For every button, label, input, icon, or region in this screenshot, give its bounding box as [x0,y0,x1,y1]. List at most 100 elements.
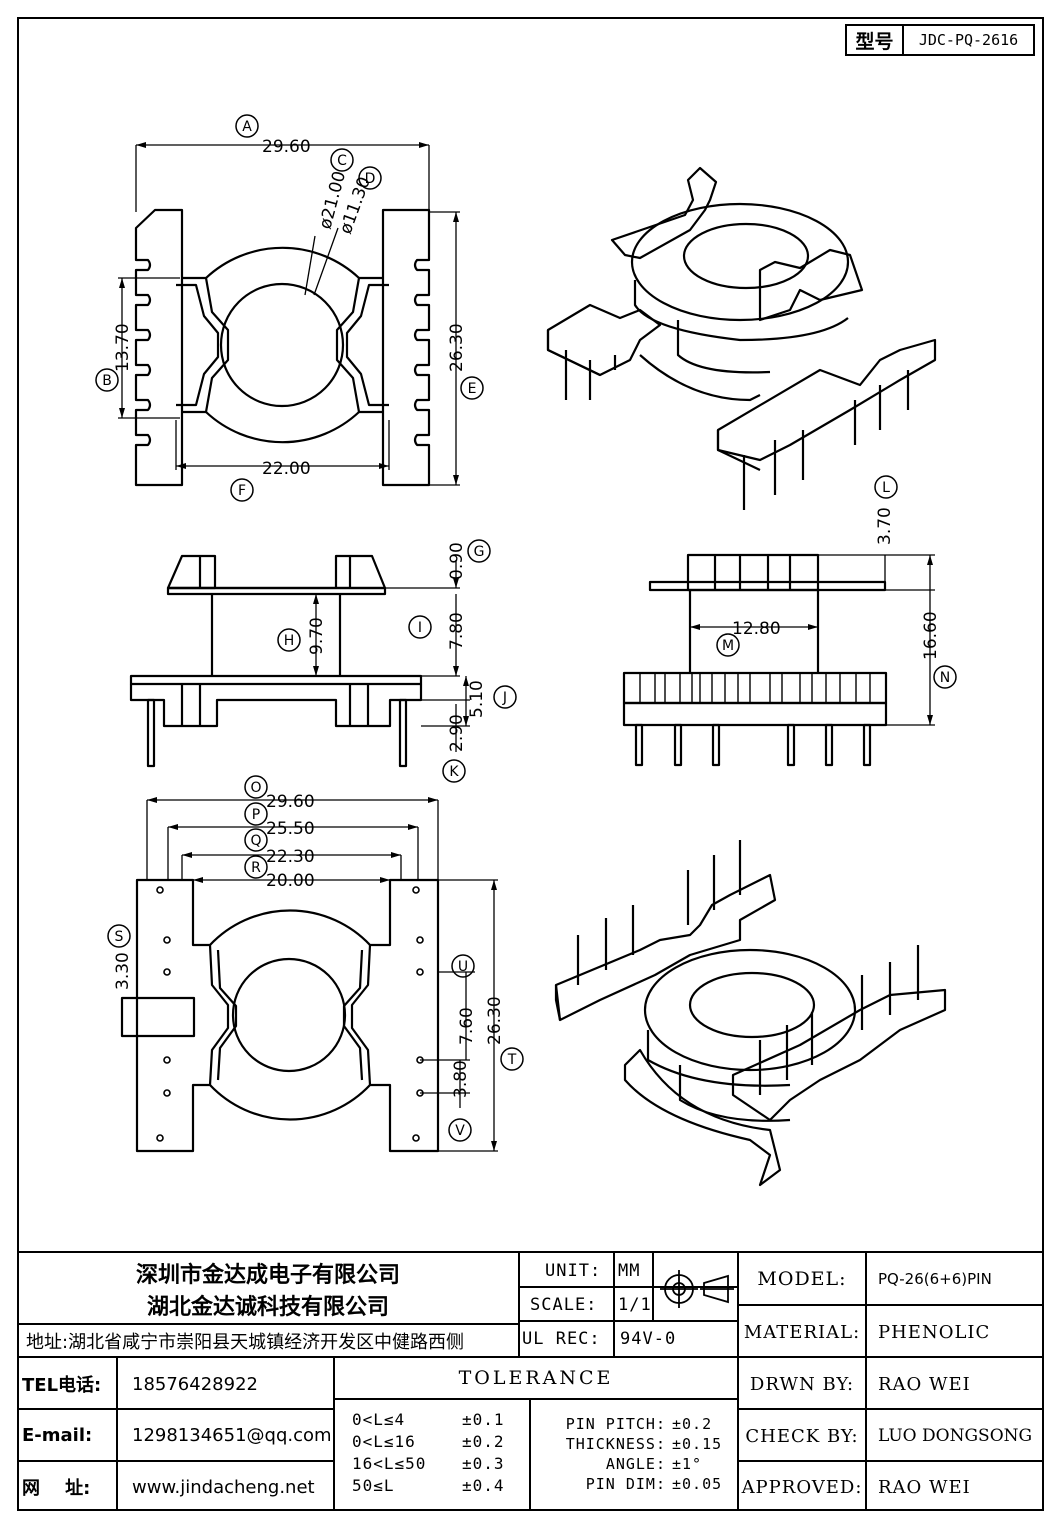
model-value: JDC-PQ-2616 [918,31,1019,49]
tolerance-row: 50≤L ±0.4 [352,1474,527,1496]
model-value-info: PQ-26(6+6)PIN [878,1270,992,1288]
tolerance-row: 0<L≤16 ±0.2 [352,1430,527,1452]
tolerance-range: 50≤L [352,1475,395,1495]
dim-B: 13.70 [113,323,133,372]
callout-E: E [468,381,477,397]
dim-U: 7.60 [457,1007,477,1045]
tolerance-table: 0<L≤4 ±0.1 0<L≤16 ±0.2 16<L≤50 ±0.3 50≤L… [352,1408,527,1496]
dim-G: 0.90 [447,542,467,580]
tolerance-value: ±0.2 [462,1431,505,1451]
tolerance-range: 16<L≤50 [352,1453,427,1473]
email-value: 1298134651@qq.com [132,1424,332,1446]
callout-J: J [502,690,507,706]
tolerance-title: TOLERANCE [458,1367,614,1389]
dim-L: 3.70 [875,507,895,545]
drawn-by-label: DRWN BY: [749,1373,855,1395]
scale-value: 1/1 [618,1295,652,1315]
tolerance-range: 0<L≤4 [352,1409,406,1429]
other-tolerance-value: ±0.15 [672,1435,723,1453]
tel-label: TEL电话: [22,1375,102,1396]
front-view [129,554,470,768]
isometric-view-top [546,166,937,510]
approved-label: APPROVED: [741,1476,863,1498]
ulrec-label: UL REC: [522,1329,601,1349]
dim-J: 5.10 [467,680,487,718]
tolerance-value: ±0.1 [462,1409,505,1429]
other-tolerance-table: PIN PITCH: ±0.2 THICKNESS: ±0.15 ANGLE: … [538,1414,736,1494]
top-view [118,144,460,487]
callout-M: M [722,638,734,654]
dim-R: 20.00 [266,871,315,891]
callout-U: U [458,959,468,975]
callout-T: T [507,1052,517,1068]
company-address: 地址:湖北省咸宁市崇阳县天城镇经济开发区中健路西侧 [26,1332,465,1353]
callout-C: C [337,153,347,169]
dim-H: 9.70 [307,617,327,655]
other-tolerance-row: PIN DIM: ±0.05 [538,1474,736,1494]
dim-P: 25.50 [266,819,315,839]
other-tolerance-row: THICKNESS: ±0.15 [538,1434,736,1454]
dim-I: 7.80 [447,612,467,650]
callout-H: H [284,633,295,649]
email-label: E-mail: [22,1424,93,1446]
dim-F: 22.00 [262,459,311,479]
dim-T: 26.30 [485,996,505,1045]
company-name-2: 湖北金达诚科技有限公司 [146,1295,389,1320]
callout-G: G [474,544,485,560]
dim-N: 16.60 [921,611,941,660]
callout-B: B [102,373,112,389]
other-tolerance-label: THICKNESS: [565,1435,666,1453]
unit-label: UNIT: [545,1261,602,1281]
callout-P: P [252,807,260,823]
check-by-label: CHECK BY: [745,1425,859,1447]
scale-label: SCALE: [530,1295,598,1315]
callout-D: D [365,171,376,187]
callout-L: L [882,480,890,496]
callout-Q: Q [250,833,261,849]
callout-A: A [242,119,252,135]
model-label: MODEL: [757,1268,847,1290]
other-tolerance-label: ANGLE: [605,1455,666,1473]
callout-F: F [238,483,246,499]
tolerance-row: 0<L≤4 ±0.1 [352,1408,527,1430]
company-name-1: 深圳市金达成电子有限公司 [135,1263,400,1288]
other-tolerance-row: PIN PITCH: ±0.2 [538,1414,736,1434]
dim-O: 29.60 [266,792,315,812]
other-tolerance-value: ±0.2 [672,1415,713,1433]
dimension-arrows [119,142,933,1151]
other-tolerance-value: ±0.05 [672,1475,723,1493]
callout-K: K [449,764,459,780]
tolerance-row: 16<L≤50 ±0.3 [352,1452,527,1474]
other-tolerance-row: ANGLE: ±1° [538,1454,736,1474]
dim-M: 12.80 [732,619,781,639]
material-value: PHENOLIC [878,1321,991,1343]
other-tolerance-value: ±1° [672,1455,703,1473]
dim-E: 26.30 [447,323,467,372]
side-view [622,553,935,767]
dim-Q: 22.30 [266,847,315,867]
dim-A: 29.60 [262,137,311,157]
dimension-labels: 29.60 ø21.00 ø11.30 13.70 26.30 22.00 0.… [113,137,941,1098]
callout-I: I [418,620,422,636]
model-number-box: 型号 JDC-PQ-2616 [845,24,1035,56]
approved-value: RAO WEI [878,1476,971,1498]
projection-symbol-icon [660,1270,734,1308]
tolerance-range: 0<L≤16 [352,1431,416,1451]
drawn-by-value: RAO WEI [878,1373,971,1395]
tolerance-value: ±0.3 [462,1453,505,1473]
callout-V: V [455,1123,465,1139]
other-tolerance-label: PIN DIM: [585,1475,666,1493]
callout-letters: A C D B E F G H I J K L M N O P Q R S T … [102,119,950,1139]
check-by-value: LUO DONGSONG [878,1426,1033,1446]
dim-S: 3.30 [113,952,133,990]
dim-V: 3.80 [451,1060,471,1098]
dim-K: 2.90 [447,714,467,752]
ulrec-value: 94V-0 [620,1329,677,1349]
callout-R: R [251,860,261,876]
bottom-view [120,799,498,1153]
tel-value: 18576428922 [132,1373,258,1395]
isometric-view-bottom [554,840,947,1187]
web-label: 网 址: [22,1478,91,1499]
material-label: MATERIAL: [743,1321,861,1343]
